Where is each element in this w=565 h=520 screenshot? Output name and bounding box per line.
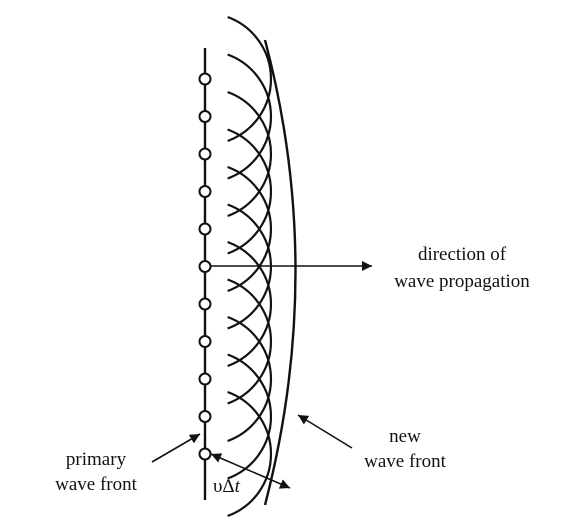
wavelet-arc xyxy=(227,353,273,480)
secondary-wavelets xyxy=(227,15,273,518)
point-source xyxy=(198,260,212,273)
wavelet-arc xyxy=(227,240,273,368)
primary-wave-front-label-line2: wave front xyxy=(55,474,137,495)
primary-point-sources xyxy=(198,72,212,461)
point-source xyxy=(198,447,212,461)
point-source xyxy=(198,147,212,161)
point-source xyxy=(198,297,212,311)
t-symbol: t xyxy=(235,476,241,497)
point-source xyxy=(198,185,212,198)
wavelet-arc xyxy=(227,165,273,293)
v-delta-t-arrow xyxy=(210,453,291,489)
point-source xyxy=(198,222,212,236)
new-wave-front-leader xyxy=(297,414,353,449)
wavelet-arc xyxy=(227,90,273,218)
wavelet-arc xyxy=(227,53,273,180)
point-source xyxy=(198,110,212,123)
new-wave-front-label-line2: wave front xyxy=(364,451,446,472)
wavelet-arc xyxy=(227,15,273,143)
wavelet-arc xyxy=(227,278,273,405)
primary-wave-front-label-line1: primary xyxy=(66,449,127,470)
primary-wave-front-leader xyxy=(151,433,201,463)
new-wave-front-curve xyxy=(263,39,297,506)
wavelet-arc xyxy=(227,315,273,443)
wavelet-arc xyxy=(227,390,273,518)
wavelet-arc xyxy=(227,128,273,255)
point-source xyxy=(198,335,212,348)
direction-label-line1: direction of xyxy=(418,244,507,265)
point-source xyxy=(198,410,212,423)
point-source xyxy=(198,372,212,386)
direction-label-line2: wave propagation xyxy=(394,271,530,292)
v-delta-t-label: υΔt xyxy=(213,476,241,497)
point-source xyxy=(198,72,212,86)
new-wave-front-label-line1: new xyxy=(389,426,421,447)
v-delta-symbol: υΔ xyxy=(213,476,235,497)
